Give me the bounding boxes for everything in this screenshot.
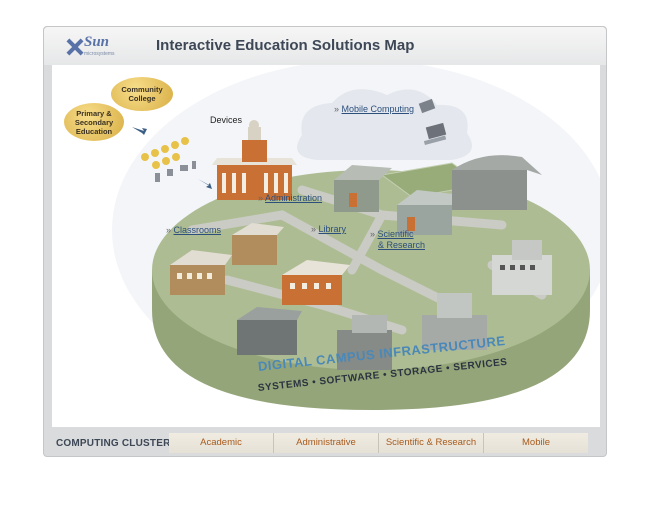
mobile-computing-link[interactable]: » Mobile Computing — [334, 104, 414, 114]
research-label: & Research — [378, 240, 426, 250]
arrow-icon — [132, 127, 212, 189]
library-label: Library — [318, 224, 347, 234]
administration-building[interactable] — [212, 120, 297, 200]
computing-clusters-title: COMPUTING CLUSTERS — [56, 438, 178, 449]
tab-administrative[interactable]: Administrative — [274, 433, 379, 453]
tab-scientific-research[interactable]: Scientific & Research — [379, 433, 484, 453]
tab-academic[interactable]: Academic — [169, 433, 274, 453]
pda-icon[interactable] — [418, 98, 436, 114]
device-icons — [155, 161, 196, 182]
sun-logo-icon — [66, 38, 84, 56]
scientific-label: Scientific — [377, 229, 414, 239]
link-arrow-icon: » — [166, 225, 172, 235]
scientific-research-building[interactable] — [397, 190, 462, 235]
community-college-bubble[interactable]: Community College — [111, 77, 173, 111]
classrooms-label: Classrooms — [173, 225, 222, 235]
tab-mobile[interactable]: Mobile — [484, 433, 588, 453]
classrooms-link[interactable]: » Classrooms — [166, 225, 221, 235]
residence-building — [334, 165, 392, 212]
logo-text: Sun — [84, 34, 110, 50]
library-link[interactable]: » Library — [311, 224, 346, 234]
gymnasium-building — [452, 155, 542, 210]
link-arrow-icon: » — [258, 193, 264, 203]
mobile-computing-label: Mobile Computing — [341, 104, 415, 114]
link-arrow-icon: » — [334, 104, 340, 114]
administration-link[interactable]: » Administration — [258, 193, 322, 203]
administration-label: Administration — [265, 193, 323, 203]
page-title: Interactive Education Solutions Map — [156, 37, 415, 54]
classroom-building[interactable] — [170, 250, 232, 295]
laboratory-building — [337, 315, 392, 370]
map-panel: Community College Primary & Secondary Ed… — [52, 65, 600, 427]
library-building[interactable] — [282, 260, 350, 305]
link-arrow-icon: » — [311, 224, 317, 234]
computing-clusters-bar: COMPUTING CLUSTERS Academic Administrati… — [44, 429, 606, 456]
classroom-building-2 — [232, 223, 284, 265]
student-figures — [141, 137, 189, 169]
office-building — [237, 307, 302, 355]
scientific-research-link[interactable]: » Scientific & Research — [370, 229, 425, 251]
app-frame: Sun microsystems Interactive Education S… — [43, 26, 607, 457]
link-arrow-icon: » — [370, 229, 376, 239]
campus-map — [112, 65, 600, 410]
logo-subtext: microsystems — [84, 51, 115, 57]
header: Sun microsystems Interactive Education S… — [44, 27, 606, 65]
laptop-icon[interactable] — [423, 122, 447, 146]
devices-label: Devices — [210, 115, 243, 125]
primary-secondary-bubble[interactable]: Primary & Secondary Education — [64, 103, 124, 141]
sun-logo[interactable]: Sun microsystems — [64, 34, 115, 60]
research-center-building — [422, 293, 487, 350]
data-center-building — [492, 240, 552, 295]
